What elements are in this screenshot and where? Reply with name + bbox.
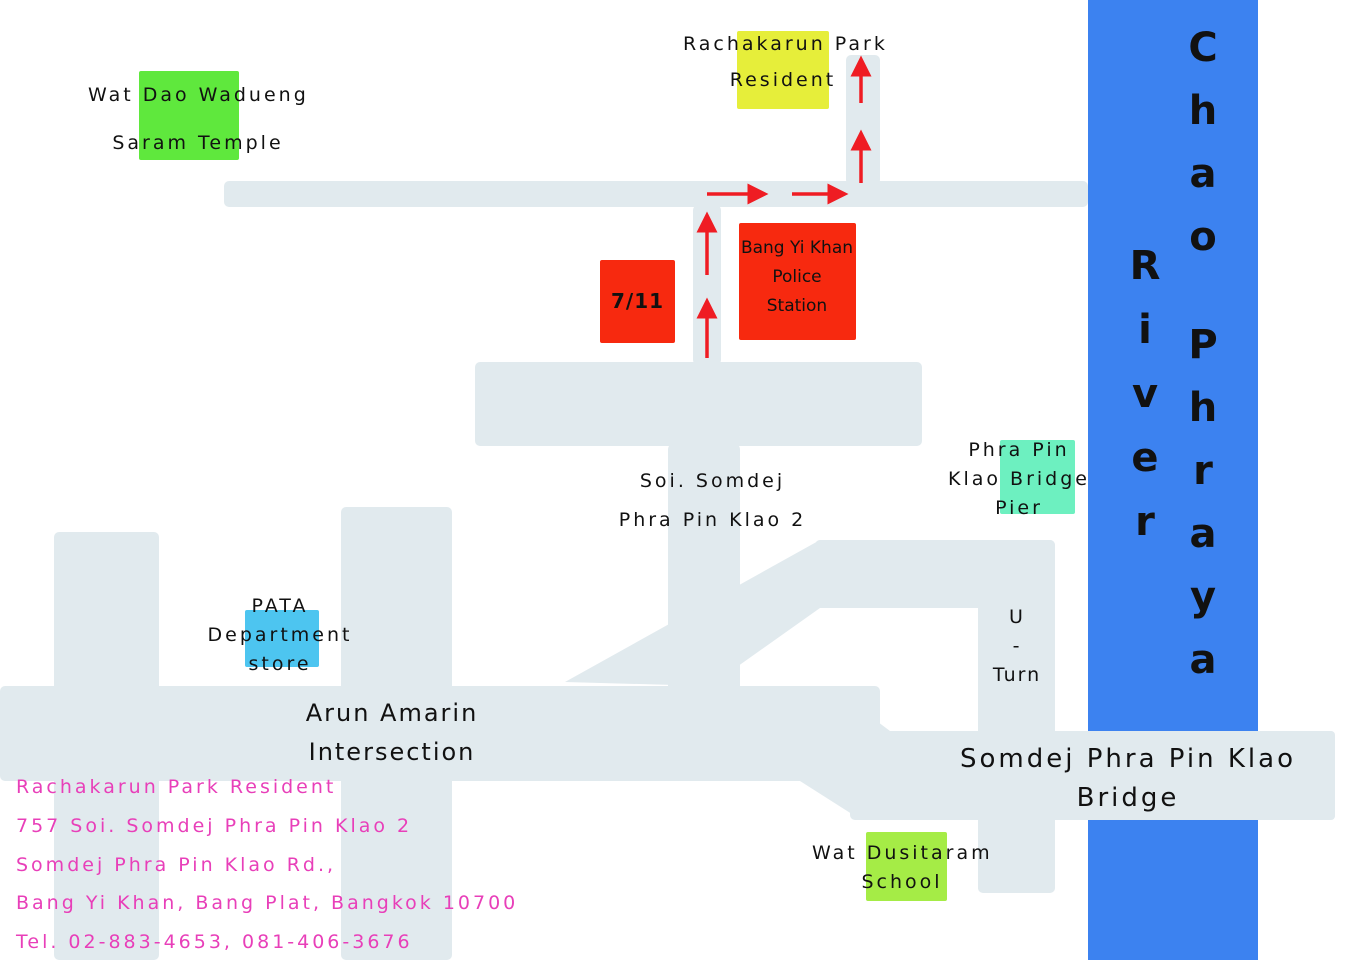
- river-letter: y: [1189, 574, 1217, 620]
- resident-access-road: [846, 55, 880, 185]
- ramp-down-right: [800, 686, 890, 820]
- pier-label: Phra Pin Klao Bridge Pier: [945, 436, 1093, 523]
- pier-block: [1000, 440, 1075, 514]
- u-turn-line-1: U: [1009, 606, 1025, 628]
- river-letter: o: [1189, 214, 1217, 260]
- pata-label: PATA Department store: [205, 592, 355, 679]
- wat-dusit-line-1: Wat Dusitaram: [812, 842, 993, 864]
- soi-somdej-label: Soi. Somdej Phra Pin Klao 2: [610, 462, 815, 540]
- wat-dusitaram-block: [866, 832, 947, 901]
- u-turn-road: [978, 540, 1055, 893]
- pata-line-1: PATA: [251, 595, 309, 617]
- river-letter: e: [1131, 435, 1159, 481]
- rachakarun-line-2: Resident: [729, 69, 837, 91]
- river-letter: h: [1188, 88, 1218, 134]
- river-letter: a: [1189, 637, 1217, 683]
- wat-dao-label: Wat Dao Wadueng Saram Temple: [88, 71, 308, 167]
- address-block: Rachakarun Park Resident 757 Soi. Somdej…: [16, 768, 518, 962]
- river-letter: i: [1138, 307, 1152, 353]
- police-station-block: [739, 223, 856, 340]
- wat-dusit-line-2: School: [861, 871, 943, 893]
- u-turn-label: U - Turn: [985, 603, 1049, 690]
- u-turn-line-2: -: [1012, 635, 1022, 657]
- pier-line-2: Klao Bridge: [948, 468, 1090, 490]
- river-letter: h: [1188, 385, 1218, 431]
- river-letter: R: [1129, 243, 1161, 289]
- pier-line-3: Pier: [995, 497, 1043, 519]
- river-letter: r: [1135, 499, 1155, 545]
- police-line-3: Station: [766, 296, 828, 316]
- bridge-line-1: Somdej Phra Pin Klao: [960, 744, 1296, 774]
- pier-line-1: Phra Pin: [968, 439, 1070, 461]
- pata-line-2: Department: [207, 624, 353, 646]
- soi-line-2: Phra Pin Klao 2: [618, 509, 807, 531]
- river-letter: v: [1131, 371, 1159, 417]
- rachakarun-line-1: Rachakarun Park: [683, 33, 888, 55]
- soi-line-1: Soi. Somdej: [639, 470, 786, 492]
- river-letter: P: [1188, 322, 1218, 368]
- bridge-road-over-river: [880, 731, 1335, 820]
- arun-amarin-road: [0, 686, 880, 781]
- river-letter: r: [1193, 448, 1213, 494]
- pata-line-3: store: [248, 653, 312, 675]
- pata-block: [245, 610, 319, 667]
- address-line-3: Somdej Phra Pin Klao Rd.,: [16, 853, 337, 876]
- police-station-label: Bang Yi Khan Police Station: [732, 234, 862, 321]
- u-turn-line-3: Turn: [992, 664, 1042, 686]
- bridge-label: Somdej Phra Pin Klao Bridge: [948, 740, 1308, 818]
- arun-amarin-line-2: Intersection: [308, 738, 476, 766]
- seven-eleven-label: 7/11: [610, 289, 665, 313]
- police-line-1: Bang Yi Khan: [740, 238, 854, 258]
- rachakarun-label: Rachakarun Park Resident: [683, 26, 888, 98]
- central-block-road: [475, 362, 922, 446]
- rachakarun-park-block: [737, 31, 829, 109]
- address-line-2: 757 Soi. Somdej Phra Pin Klao 2: [16, 814, 413, 837]
- top-road: [224, 181, 1088, 207]
- wat-dao-line-1: Wat Dao Wadueng: [88, 84, 309, 106]
- address-line-5: Tel. 02-883-4653, 081-406-3676: [16, 931, 413, 954]
- river-letter: C: [1188, 25, 1218, 71]
- arun-amarin-label: Arun Amarin Intersection: [292, 694, 492, 772]
- wat-dao-waduaeng-block: [139, 71, 239, 160]
- ramp-up-left: [565, 540, 860, 686]
- wat-dusitaram-label: Wat Dusitaram School: [812, 839, 992, 897]
- address-line-1: Rachakarun Park Resident: [16, 776, 337, 798]
- arun-amarin-line-1: Arun Amarin: [305, 699, 479, 727]
- river-letter: a: [1189, 511, 1217, 557]
- wat-dao-line-2: Saram Temple: [112, 132, 284, 154]
- address-line-4: Bang Yi Khan, Bang Plat, Bangkok 10700: [16, 892, 519, 915]
- police-line-2: Police: [772, 267, 822, 287]
- river-letter: a: [1189, 151, 1217, 197]
- bridge-line-2: Bridge: [1076, 783, 1180, 813]
- seven-eleven-block: [600, 260, 675, 343]
